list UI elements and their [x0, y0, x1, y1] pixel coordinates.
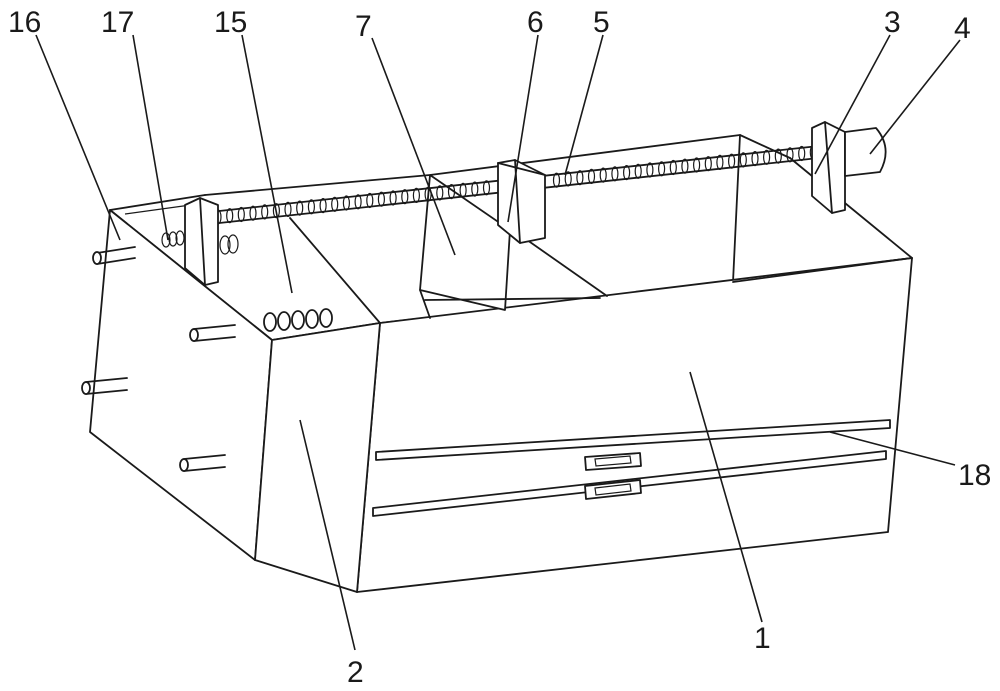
thread-coil: [657, 161, 666, 177]
thread-coil: [599, 167, 607, 183]
thread-coil: [576, 170, 584, 186]
pipe-1: [92, 246, 136, 265]
spring-coil: [305, 309, 319, 329]
thread-coil: [564, 171, 572, 187]
thread-coil: [296, 200, 304, 216]
thread-coil: [611, 166, 619, 182]
thread-coil: [237, 206, 245, 223]
thread-coil: [366, 192, 374, 209]
thread-coil: [377, 191, 385, 207]
label-3: 3: [884, 6, 901, 39]
thread-coil: [798, 145, 806, 162]
pipe-3: [81, 377, 128, 395]
thread-coil: [704, 156, 712, 172]
thread-coil: [272, 203, 280, 219]
thread-coil: [739, 152, 747, 168]
label-15: 15: [214, 6, 247, 39]
thread-coil: [634, 163, 642, 179]
thread-coil: [692, 157, 701, 173]
thread-coil: [622, 165, 631, 181]
thread-coil: [774, 148, 782, 164]
thread-coil: [471, 181, 479, 197]
left-bracket: [184, 197, 219, 286]
motor: [844, 127, 887, 177]
thread-coil: [751, 151, 759, 167]
label-4: 4: [954, 12, 971, 45]
thread-coil: [646, 162, 654, 178]
spring-coil: [168, 231, 178, 247]
thread-coil: [552, 172, 561, 188]
label-5: 5: [593, 6, 610, 39]
rail-slider-2: [584, 479, 642, 500]
label-7: 7: [355, 10, 372, 43]
side-pipes: [81, 246, 236, 472]
thread-coil: [342, 195, 350, 211]
slide-rails: [372, 419, 891, 517]
thread-coil: [447, 184, 456, 200]
thread-coil: [716, 154, 724, 170]
side-box: [89, 194, 381, 593]
thread-coil: [284, 201, 292, 217]
thread-coil: [482, 180, 491, 196]
spring-coils: [161, 230, 333, 332]
thread-coil: [389, 190, 397, 206]
spring-coil: [227, 234, 239, 254]
spring-coil: [291, 310, 305, 330]
pipe-4: [179, 454, 226, 472]
label-6: 6: [527, 6, 544, 39]
label-2: 2: [347, 656, 364, 689]
thread-coil: [226, 208, 234, 224]
thread-coil: [307, 199, 315, 215]
slider-block: [497, 159, 546, 244]
spring-coil: [319, 308, 333, 328]
label-18: 18: [958, 459, 991, 492]
part-labels: 16 17 15 7 6 5 3 4 18 1 2: [8, 6, 991, 689]
thread-coil: [249, 205, 257, 221]
partition-7: [419, 174, 601, 319]
rail-slider-1: [584, 452, 642, 471]
thread-coil: [331, 196, 339, 212]
thread-coil: [587, 168, 596, 184]
spring-coil: [277, 311, 291, 331]
thread-coil: [436, 185, 444, 201]
thread-coil: [669, 159, 677, 176]
thread-coil: [459, 182, 467, 198]
spring-coil: [219, 235, 231, 255]
spring-coil: [175, 230, 185, 246]
spring-coil: [263, 312, 277, 332]
thread-coil: [401, 189, 409, 205]
label-17: 17: [101, 6, 134, 39]
partition-divider: [289, 217, 913, 324]
label-16: 16: [8, 6, 41, 39]
thread-coil: [681, 158, 689, 174]
thread-coil: [354, 194, 362, 210]
thread-coil: [786, 147, 794, 163]
pipe-2: [189, 324, 236, 342]
thread-coil: [762, 149, 771, 165]
thread-coil: [319, 198, 327, 214]
thread-coil: [261, 204, 269, 220]
right-bracket: [811, 121, 846, 214]
thread-coil: [727, 153, 736, 169]
label-1: 1: [754, 622, 771, 655]
leader-lines: [35, 34, 961, 651]
thread-coil: [412, 187, 420, 203]
